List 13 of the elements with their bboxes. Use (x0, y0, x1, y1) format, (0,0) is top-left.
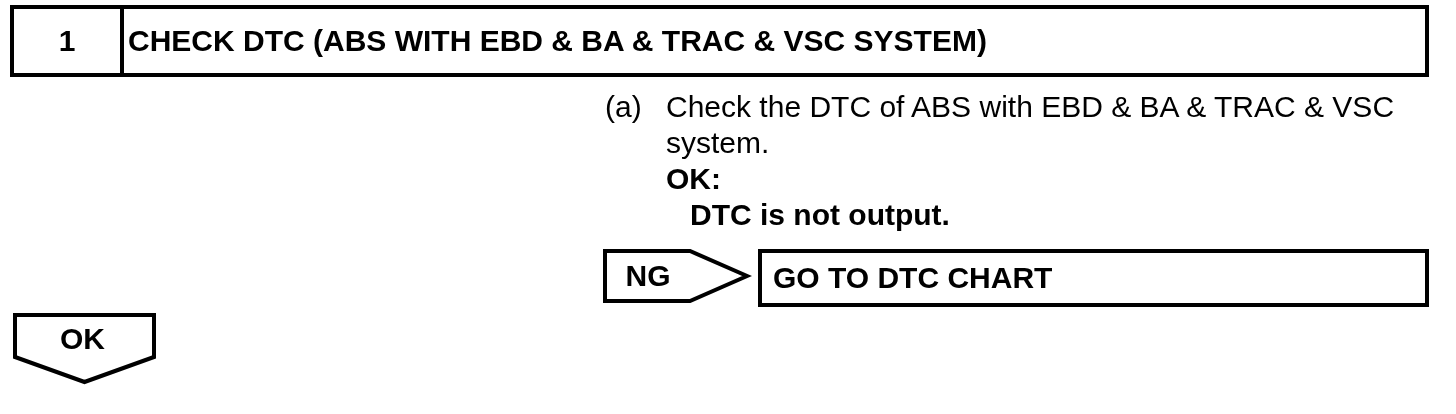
result-label: NG (624, 258, 672, 294)
list-marker: (a) (605, 89, 642, 125)
step-title: CHECK DTC (ABS WITH EBD & BA & TRAC & VSC SYSTEM) (128, 23, 988, 59)
result-label: OK (59, 321, 106, 357)
instruction-text: Check the DTC of ABS with EBD & BA & TRAC & VSC system. (666, 89, 1396, 161)
action-text: GO TO DTC CHART (773, 260, 1054, 296)
result-arrow-tag (13, 313, 156, 384)
result-arrow-tag (603, 249, 750, 303)
condition-text: DTC is not output. (690, 197, 950, 233)
step-header-box (10, 5, 1429, 77)
step-number: 1 (14, 9, 124, 73)
action-box (758, 249, 1429, 307)
condition-heading: OK: (666, 161, 721, 197)
